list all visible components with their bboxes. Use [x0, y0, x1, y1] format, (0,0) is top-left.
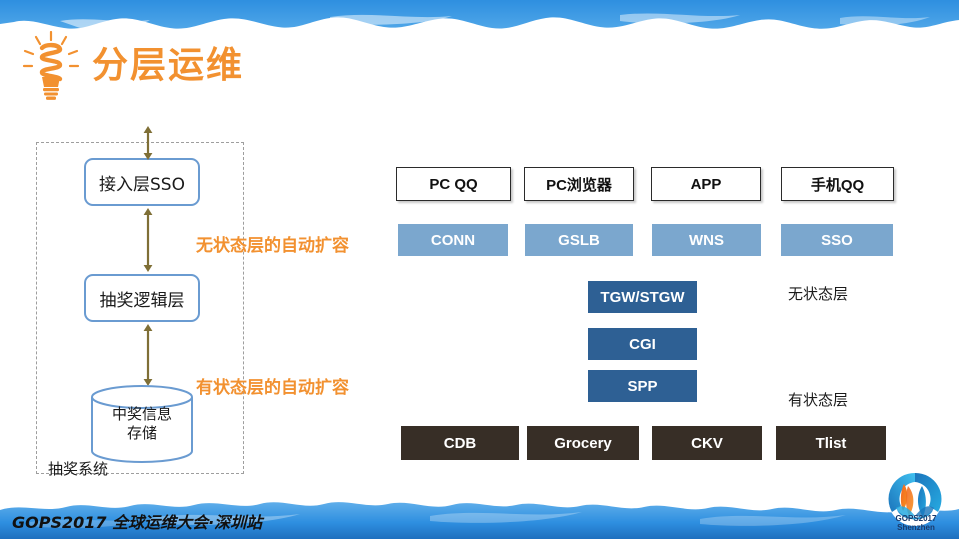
- node-conn[interactable]: CONN: [398, 224, 508, 256]
- node-spp[interactable]: SPP: [588, 370, 697, 402]
- node-sso[interactable]: SSO: [781, 224, 893, 256]
- logo-caption-line2: Shenzhen: [897, 523, 935, 533]
- storage-label-line2: 存储: [126, 424, 157, 442]
- gops-logo-icon: [888, 472, 942, 526]
- page-title: 分层运维: [92, 45, 245, 86]
- node-access-layer-sso[interactable]: 接入层SSO: [84, 158, 200, 206]
- node-pc-browser[interactable]: PC浏览器: [524, 167, 634, 201]
- annotation-stateful-autoscale: 有状态层的自动扩容: [196, 378, 349, 398]
- node-pc-qq[interactable]: PC QQ: [396, 167, 511, 201]
- node-tlist[interactable]: Tlist: [776, 426, 886, 460]
- node-cdb[interactable]: CDB: [401, 426, 519, 460]
- footer-conference-title: GOPS2017 全球运维大会·深圳站: [12, 513, 263, 532]
- node-wns[interactable]: WNS: [652, 224, 761, 256]
- top-banner-band: [0, 0, 959, 36]
- cylinder-shape-icon: [91, 385, 193, 463]
- lottery-system-label: 抽奖系统: [48, 460, 109, 478]
- arrow-access-to-logic: [143, 208, 153, 272]
- node-prize-info-storage[interactable]: 中奖信息 存储: [90, 384, 194, 464]
- node-cgi[interactable]: CGI: [588, 328, 697, 360]
- slide-title-row: 分层运维: [18, 30, 244, 102]
- node-mobile-qq[interactable]: 手机QQ: [781, 167, 894, 201]
- storage-label-wrap: 中奖信息 存储: [90, 384, 194, 464]
- node-tgw-stgw[interactable]: TGW/STGW: [588, 281, 697, 313]
- node-app[interactable]: APP: [651, 167, 761, 201]
- lottery-system-boundary: [36, 142, 244, 474]
- footer-banner-band: [0, 492, 959, 539]
- lightbulb-icon: [22, 31, 80, 100]
- node-ckv[interactable]: CKV: [652, 426, 762, 460]
- logo-caption-line1: GOPS2017: [895, 514, 937, 523]
- side-label-stateful: 有状态层: [788, 391, 849, 409]
- node-lottery-logic-layer[interactable]: 抽奖逻辑层: [84, 274, 200, 322]
- side-label-stateless: 无状态层: [788, 285, 849, 303]
- storage-label-line1: 中奖信息: [111, 405, 172, 424]
- node-grocery[interactable]: Grocery: [527, 426, 639, 460]
- annotation-stateless-autoscale: 无状态层的自动扩容: [196, 236, 349, 256]
- arrow-logic-to-storage: [143, 324, 153, 386]
- gops-logo-caption: GOPS2017 Shenzhen: [875, 514, 957, 532]
- arrow-top-inbound: [143, 126, 153, 160]
- node-gslb[interactable]: GSLB: [525, 224, 633, 256]
